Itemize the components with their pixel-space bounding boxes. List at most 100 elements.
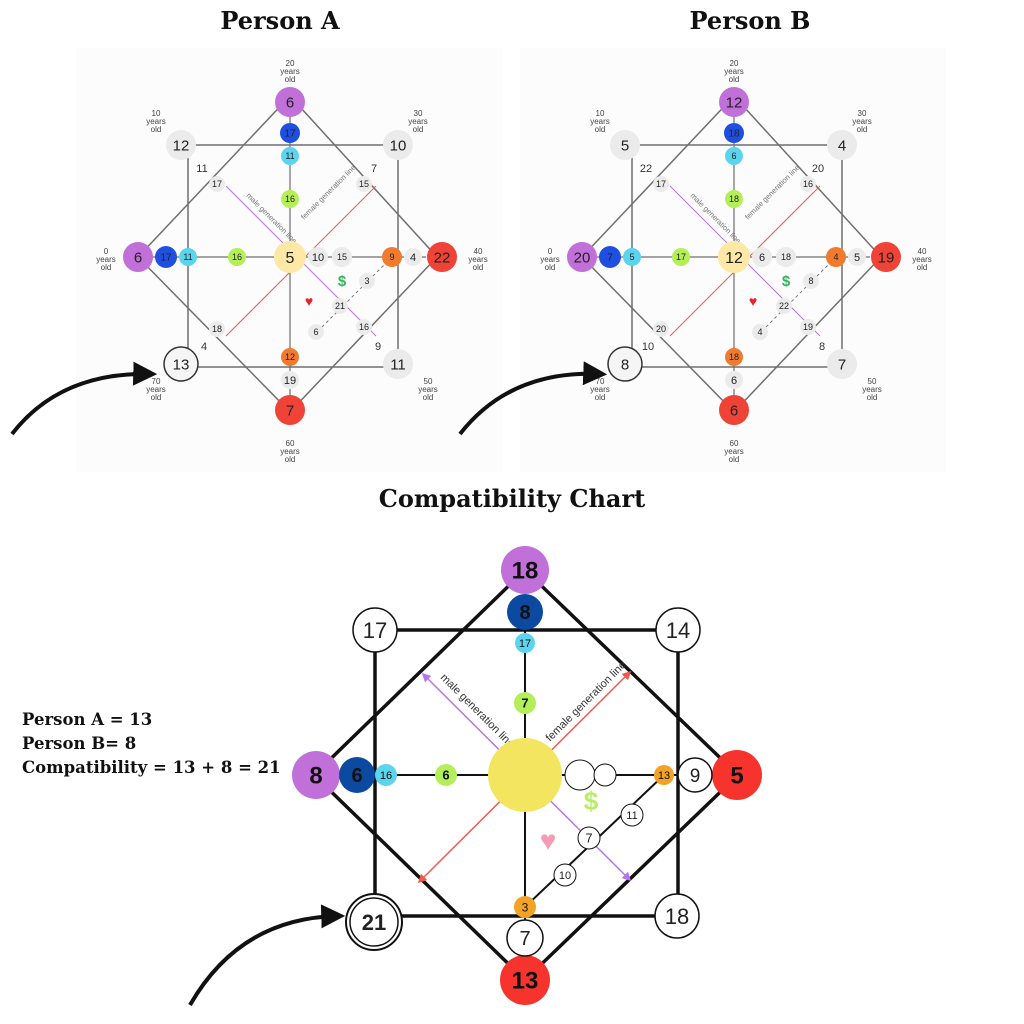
compat-bottom-right (654, 893, 700, 939)
person-a-outer-bottom-left-value: 13 (173, 356, 190, 373)
person-b-center-right-2 (776, 247, 796, 267)
compat-top-navy-value: 8 (519, 602, 530, 624)
compat-right-amber-value: 13 (658, 770, 670, 782)
person-a-br-inner: 9 (375, 341, 381, 353)
person-a-outer-bottom-left (163, 346, 199, 382)
person-a-top-cyan-value: 11 (285, 151, 294, 161)
person-a-outer-right-value: 22 (434, 249, 451, 266)
person-a-center-right-1-value: 10 (312, 252, 324, 264)
compat-bottom-right-value: 18 (665, 904, 689, 929)
person-a-bl-inner: 4 (201, 341, 207, 353)
person-b-outer-left (567, 242, 597, 272)
person-a-tr-inner-2 (356, 176, 372, 192)
person-b-heart-icon: ♥ (749, 293, 757, 309)
person-b-top-blue (724, 123, 744, 143)
compat-center-ring-2 (593, 763, 617, 787)
person-b-br-inner: 8 (819, 341, 825, 353)
compat-right (712, 750, 762, 800)
calc-person-b: Person B= 8 (22, 734, 137, 753)
compatibility-calculation: Person A = 13 Person B= 8 Compatibility … (22, 708, 281, 780)
person-a-br-inner-2-value: 16 (359, 322, 369, 332)
compat-left-cyan (375, 764, 397, 786)
person-b-top-cyan (725, 147, 743, 165)
person-b-center-right-1 (752, 247, 772, 267)
person-b-outer-bottom-value: 6 (730, 402, 738, 419)
person-b-center-right-1-value: 6 (759, 252, 765, 264)
compat-diag-11 (620, 803, 644, 827)
compat-left-lime-value: 6 (442, 768, 449, 783)
compat-bottom-value: 13 (512, 968, 539, 995)
person-a-left-lime (228, 248, 246, 266)
person-a-top-cyan (281, 147, 299, 165)
person-b-outer-bottom-right-value: 7 (838, 356, 846, 373)
person-a-diag-b-value: 21 (335, 301, 345, 311)
person-b-dollar-icon: $ (782, 273, 791, 290)
person-b-tl-inner-2-value: 17 (656, 179, 666, 189)
person-a-center (274, 241, 306, 273)
person-a-outer-top (275, 87, 305, 117)
compat-bottom-amber-value: 3 (522, 900, 529, 914)
person-b-outer-top-value: 12 (726, 94, 743, 111)
person-a-outer-bottom-right (383, 349, 413, 379)
person-a-tr-inner: 7 (371, 163, 377, 175)
compat-top-right-value: 14 (666, 618, 690, 643)
person-a-right-orange-value: 9 (389, 252, 394, 262)
person-a-br-inner-2 (356, 319, 372, 335)
compat-left-navy (339, 757, 375, 793)
compat-top-navy (507, 594, 543, 630)
person-a-outer-bottom-value: 7 (286, 402, 294, 419)
person-b-diag-b (776, 298, 792, 314)
compat-right-amber (654, 765, 674, 785)
compat-diag-7 (577, 826, 601, 850)
compat-left-cyan-value: 16 (380, 770, 392, 782)
person-a-center-right-2 (332, 247, 352, 267)
compat-top-cyan-value: 17 (519, 638, 531, 650)
compat-top-value: 18 (512, 558, 539, 585)
compat-bottom-left-inner-ring (349, 897, 399, 947)
person-b-tr-inner-2-value: 16 (803, 179, 813, 189)
person-a-right-orange (382, 247, 402, 267)
person-b-left-cyan (623, 248, 641, 266)
person-b-outer-bottom-left (607, 346, 643, 382)
person-b-center-right-2-value: 18 (781, 252, 791, 262)
person-a-bottom-orange-value: 12 (285, 352, 295, 362)
person-a-outer-top-right-value: 10 (390, 137, 407, 154)
person-a-top-blue-value: 17 (284, 129, 296, 140)
person-b-bl-inner-2 (653, 321, 669, 337)
compat-bottom-seven-value: 7 (519, 928, 530, 950)
person-a-outer-top-left-value: 12 (173, 137, 190, 154)
person-a-tl-inner-2 (209, 176, 225, 192)
person-b-outer-top-left (610, 130, 640, 160)
person-b-diag-b-value: 22 (779, 301, 789, 311)
compat-right-value: 5 (730, 763, 743, 790)
compat-bottom-seven (506, 919, 544, 957)
compat-left (292, 751, 340, 799)
person-a-outer-top-right (383, 130, 413, 160)
person-a-left-lime-value: 16 (232, 252, 242, 262)
person-a-diag-a (359, 273, 375, 289)
compat-top-left (352, 607, 398, 653)
compat-top-right (655, 607, 701, 653)
person-b-outer-top-right (827, 130, 857, 160)
person-a-outer-top-value: 6 (286, 94, 294, 111)
person-a-bl-inner-2 (209, 321, 225, 337)
person-b-outer-right (871, 242, 901, 272)
person-a-bottom-extra-value: 19 (284, 375, 296, 387)
compat-top-lime-value: 7 (521, 696, 528, 711)
person-a-top-lime (281, 190, 299, 208)
compat-diag-10-value: 10 (559, 870, 571, 882)
person-a-right-extra-value: 4 (410, 252, 416, 264)
person-b-right-extra-value: 5 (854, 252, 860, 264)
compat-diag-7-value: 7 (585, 831, 592, 846)
compat-dollar-icon: $ (584, 786, 599, 816)
compat-left-navy-value: 6 (351, 765, 362, 787)
person-b-outer-left-value: 20 (574, 249, 591, 266)
person-b-outer-top-left-value: 5 (621, 137, 629, 154)
